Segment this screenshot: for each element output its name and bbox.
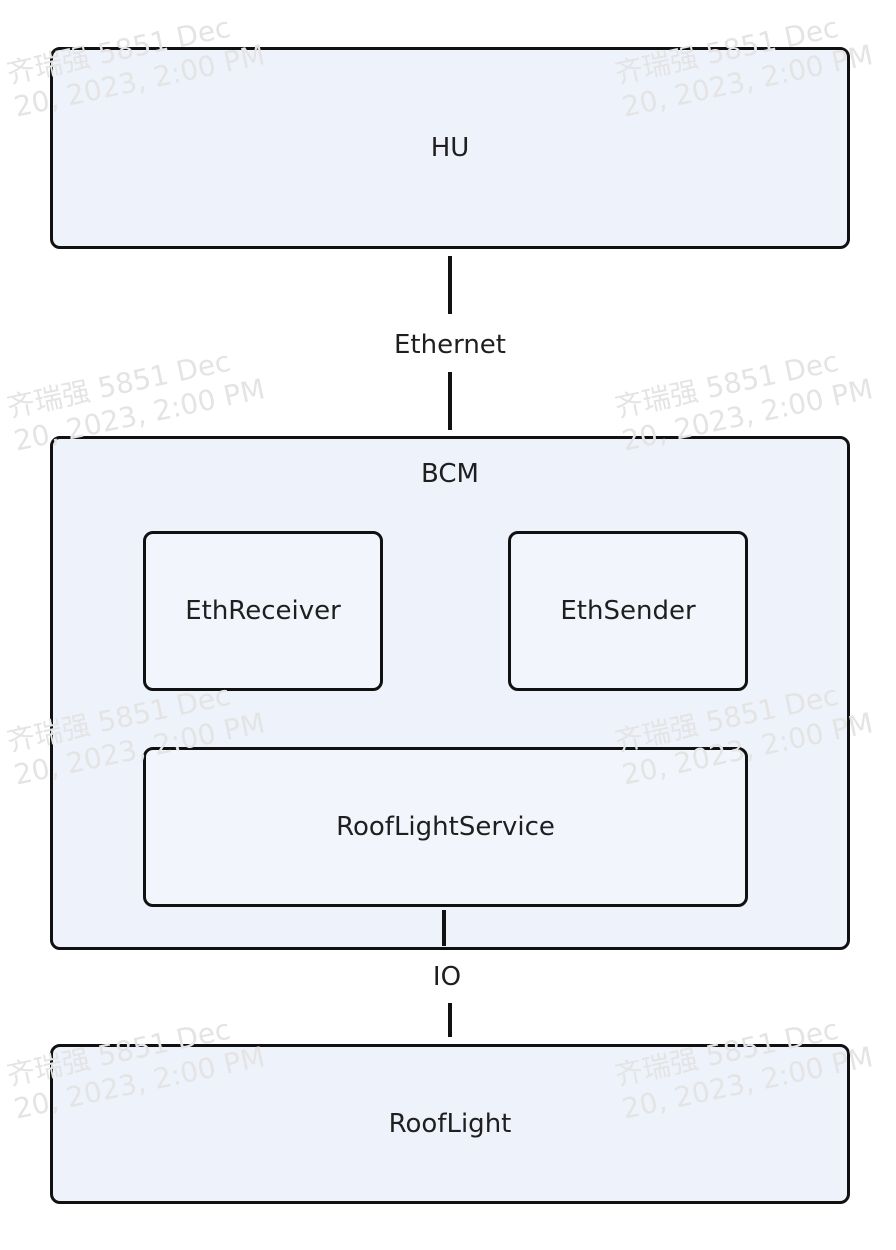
- bcm-node[interactable]: BCM EthReceiver EthSender RoofLightServi…: [50, 436, 850, 950]
- roof-light-node[interactable]: RoofLight: [50, 1044, 850, 1204]
- roof-light-service-node[interactable]: RoofLightService: [143, 747, 748, 907]
- eth-receiver-node[interactable]: EthReceiver: [143, 531, 383, 691]
- eth-receiver-label: EthReceiver: [185, 596, 341, 626]
- ethernet-connector-bottom: [448, 372, 452, 430]
- io-label: IO: [397, 964, 497, 990]
- bcm-label: BCM: [421, 459, 479, 489]
- eth-sender-label: EthSender: [560, 596, 696, 626]
- roof-light-label: RoofLight: [388, 1109, 512, 1139]
- io-connector-top: [442, 910, 446, 946]
- hu-label: HU: [430, 133, 470, 163]
- io-connector-bottom: [448, 1003, 452, 1037]
- ethernet-label: Ethernet: [350, 332, 550, 358]
- ethernet-connector-top: [448, 256, 452, 314]
- roof-light-service-label: RoofLightService: [336, 812, 555, 842]
- eth-sender-node[interactable]: EthSender: [508, 531, 748, 691]
- hu-node[interactable]: HU: [50, 47, 850, 249]
